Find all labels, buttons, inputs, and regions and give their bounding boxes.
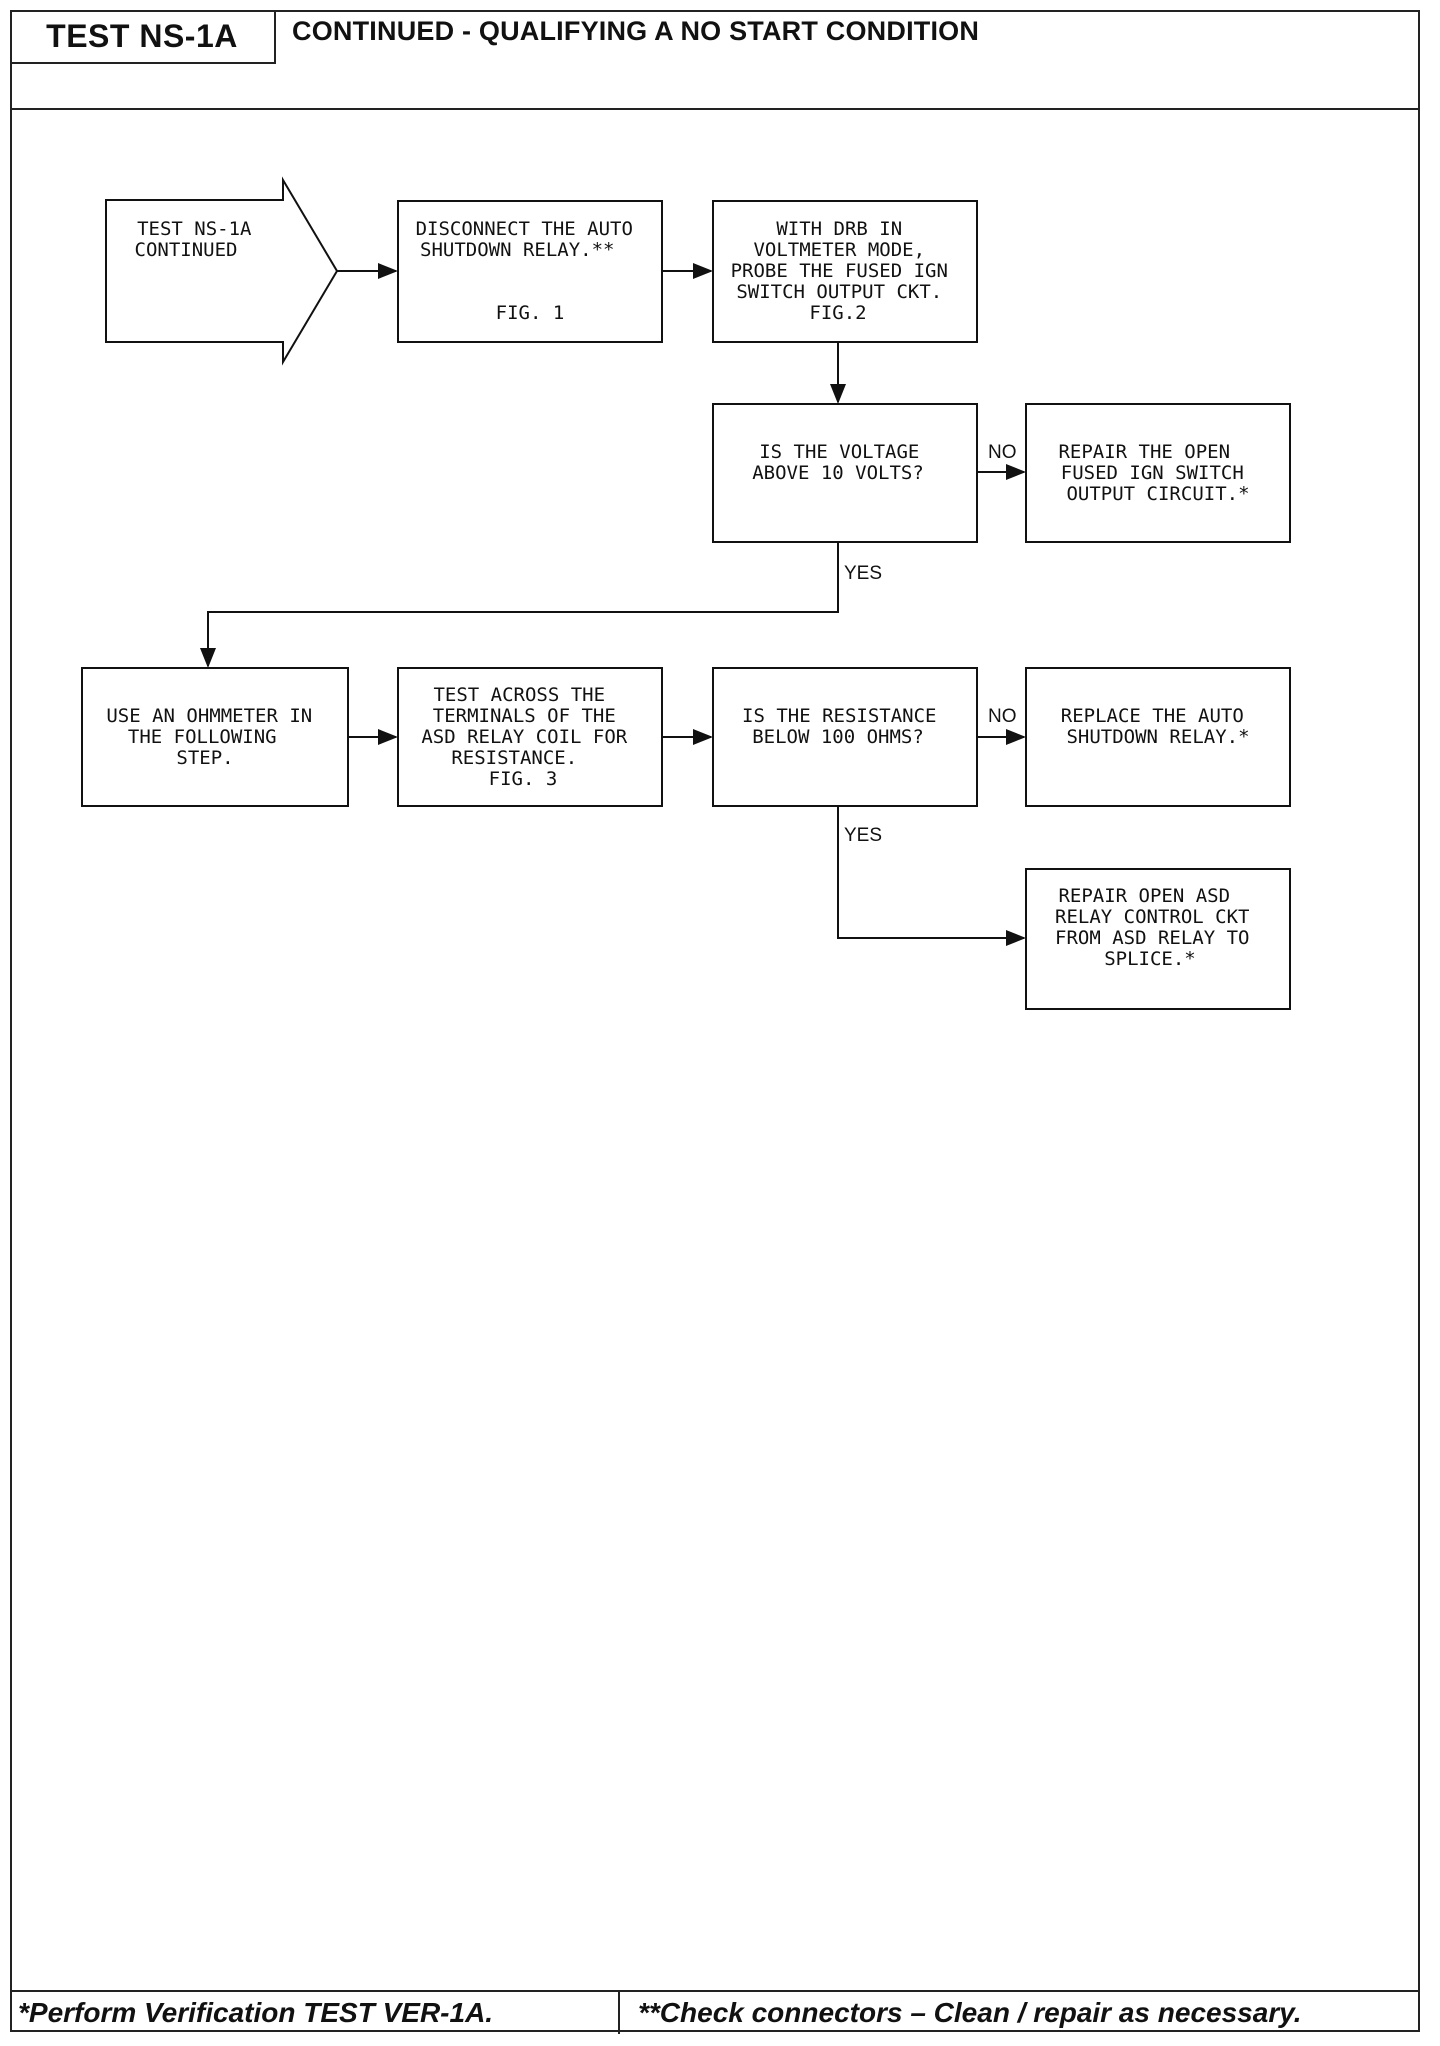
probe-text: WITH DRB IN VOLTMETER MODE, PROBE THE FU… xyxy=(731,218,960,324)
label-no-resistance: NO xyxy=(988,706,1017,727)
box-probe xyxy=(712,200,978,343)
page-frame xyxy=(10,10,1420,2032)
decision-voltage-text: IS THE VOLTAGE ABOVE 10 VOLTS? xyxy=(752,441,931,484)
disconnect-text: DISCONNECT THE AUTO SHUTDOWN RELAY.** FI… xyxy=(416,218,645,324)
repair-asd-text: REPAIR OPEN ASD RELAY CONTROL CKT FROM A… xyxy=(1055,885,1261,970)
box-decision-voltage xyxy=(712,403,978,543)
test-id-label: TEST NS-1A xyxy=(10,10,276,64)
footer-separator xyxy=(618,1990,620,2034)
footer-note-verification: *Perform Verification TEST VER-1A. xyxy=(18,1997,494,2028)
box-repair-asd xyxy=(1025,868,1291,1010)
start-label: TEST NS-1A CONTINUED xyxy=(135,218,263,261)
decision-resistance-text: IS THE RESISTANCE BELOW 100 OHMS? xyxy=(742,705,948,748)
ohmmeter-text: USE AN OHMMETER IN THE FOLLOWING STEP. xyxy=(106,705,323,769)
replace-relay-text: REPLACE THE AUTO SHUTDOWN RELAY.* xyxy=(1061,705,1255,748)
label-yes-resistance: YES xyxy=(844,825,882,846)
test-coil-text: TEST ACROSS THE TERMINALS OF THE ASD REL… xyxy=(421,684,638,790)
start-arrow-shape xyxy=(105,176,339,366)
label-no-voltage: NO xyxy=(988,442,1017,463)
box-disconnect xyxy=(397,200,663,343)
header-divider xyxy=(10,108,1420,110)
connector-yes xyxy=(200,542,839,668)
page-title: CONTINUED - QUALIFYING A NO START CONDIT… xyxy=(292,16,980,46)
box-repair-ign xyxy=(1025,403,1291,543)
box-replace-relay xyxy=(1025,667,1291,807)
footer-divider xyxy=(10,1990,1420,1992)
footer-note-connectors: **Check connectors – Clean / repair as n… xyxy=(638,1997,1302,2028)
label-yes-voltage: YES xyxy=(844,563,882,584)
box-ohmmeter xyxy=(81,667,349,807)
connector-yes xyxy=(837,806,1026,946)
repair-ign-text: REPAIR THE OPEN FUSED IGN SWITCH OUTPUT … xyxy=(1058,441,1255,505)
